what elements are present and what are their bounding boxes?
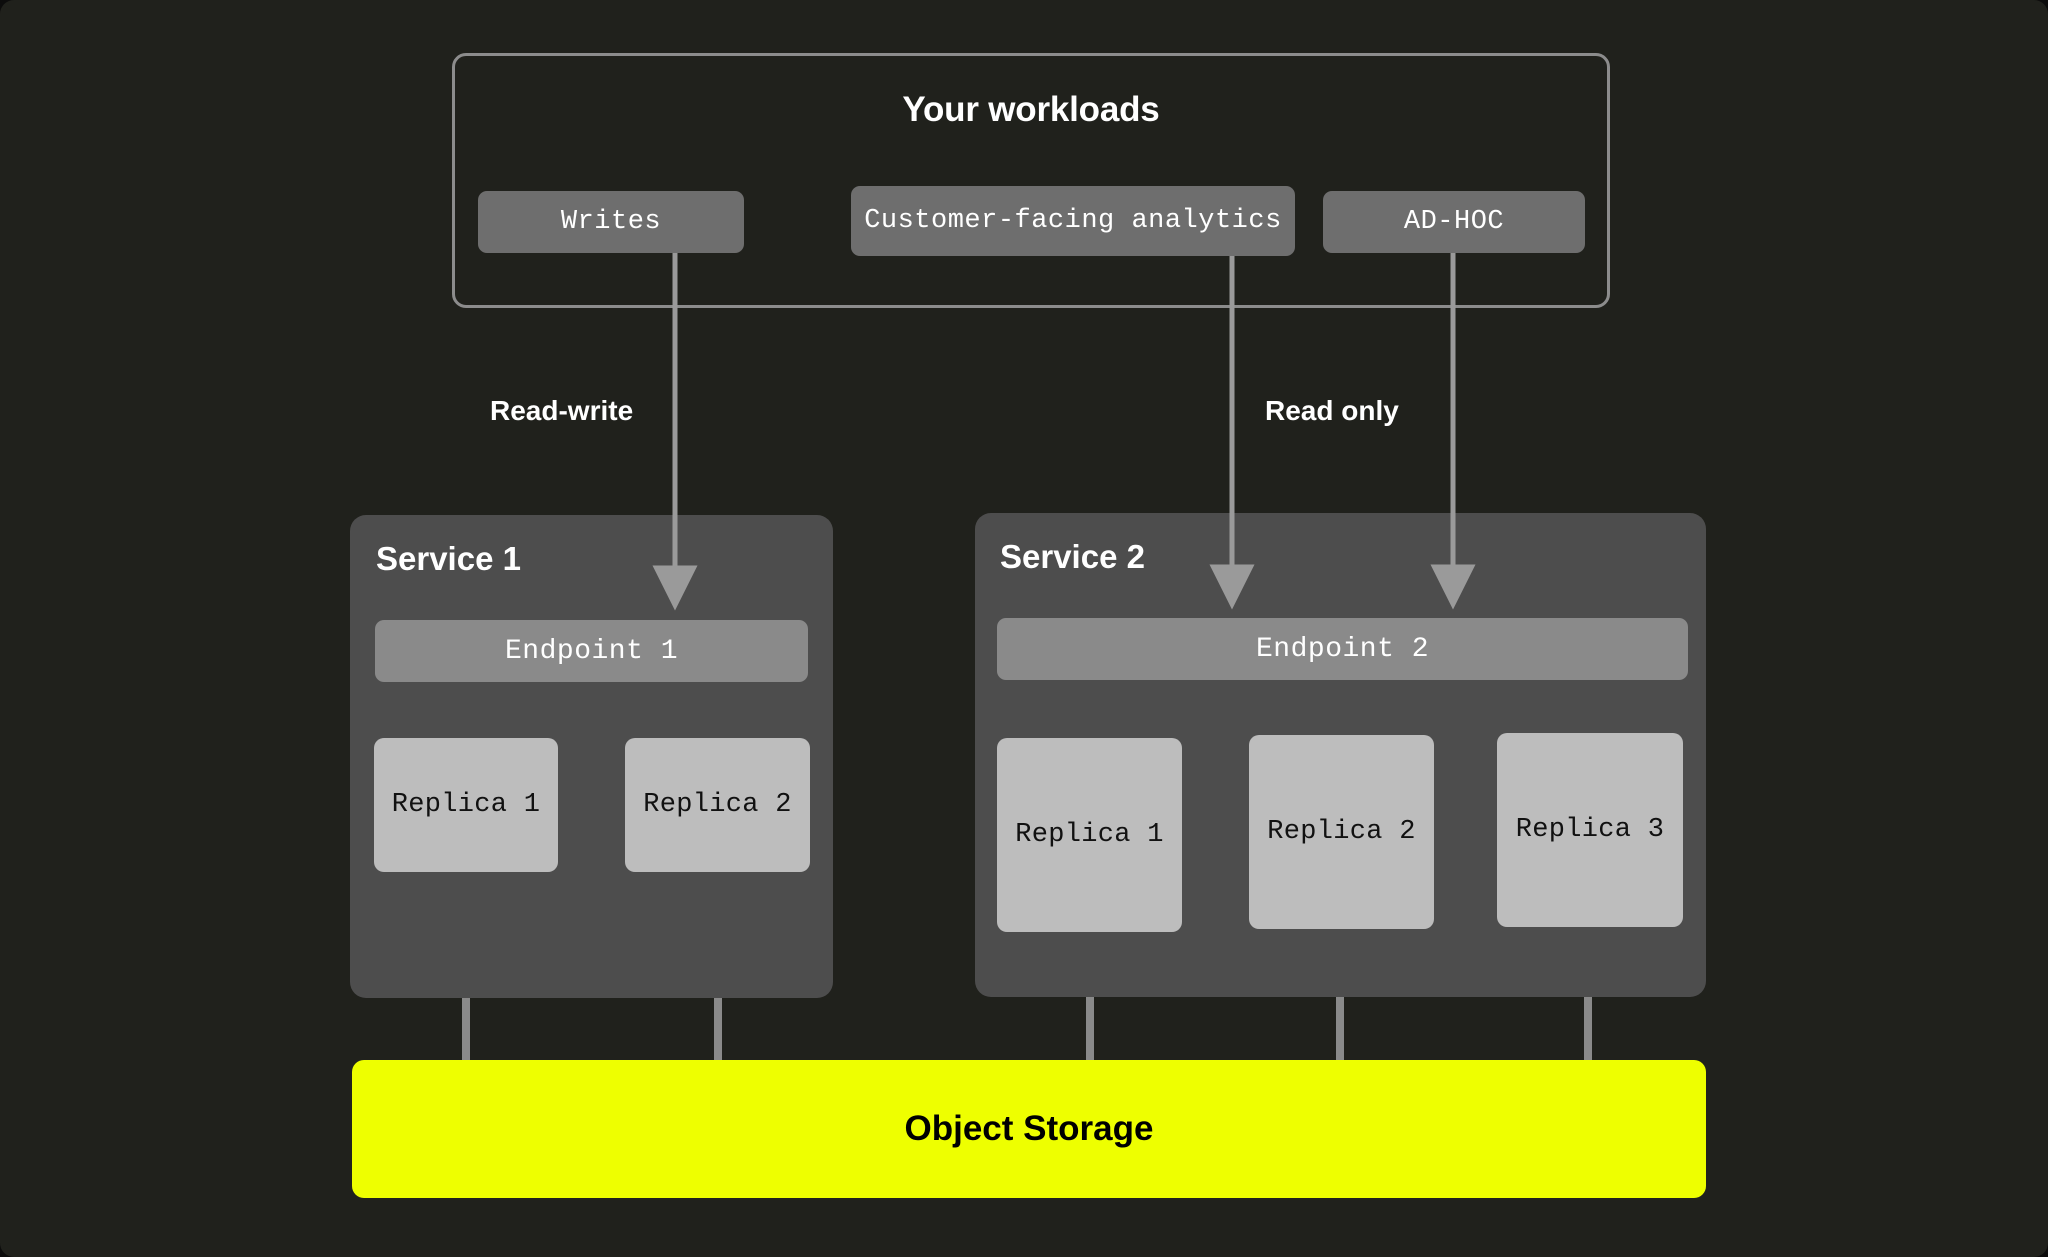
flow-label-read-only: Read only [1265, 395, 1399, 426]
workloads-title: Your workloads [902, 90, 1160, 129]
endpoint-1[interactable]: Endpoint 1 [375, 620, 808, 682]
workload-ad-hoc[interactable]: AD-HOC [1323, 191, 1585, 253]
service-1-replica-2-label: Replica 2 [643, 790, 792, 820]
service-2-replica-1-label: Replica 1 [1015, 820, 1164, 850]
endpoint-1-label: Endpoint 1 [504, 635, 679, 667]
workload-customer-facing-analytics[interactable]: Customer-facing analytics [851, 186, 1295, 256]
service-1-title: Service 1 [376, 540, 521, 577]
endpoint-2-label: Endpoint 2 [1255, 633, 1430, 665]
service-1-replica-2[interactable]: Replica 2 [625, 738, 810, 872]
service-1-replica-1[interactable]: Replica 1 [374, 738, 558, 872]
workload-writes-label: Writes [560, 207, 662, 237]
endpoint-2[interactable]: Endpoint 2 [997, 618, 1688, 680]
object-storage-bar[interactable]: Object Storage [352, 1060, 1706, 1198]
workload-writes[interactable]: Writes [478, 191, 744, 253]
service-2-replica-3-label: Replica 3 [1515, 815, 1665, 845]
service-2-replica-2-label: Replica 2 [1267, 817, 1416, 847]
workload-customer-facing-analytics-label: Customer-facing analytics [864, 206, 1282, 236]
workload-ad-hoc-label: AD-HOC [1403, 207, 1505, 237]
service-2-replica-1[interactable]: Replica 1 [997, 738, 1182, 932]
object-storage-label: Object Storage [904, 1109, 1154, 1148]
service-2-replica-2[interactable]: Replica 2 [1249, 735, 1434, 929]
service-2-replica-3[interactable]: Replica 3 [1497, 733, 1683, 927]
workloads-container [452, 53, 1610, 308]
flow-label-read-write: Read-write [490, 395, 634, 426]
service-2-title: Service 2 [1000, 538, 1145, 575]
service-1-replica-1-label: Replica 1 [391, 790, 541, 820]
